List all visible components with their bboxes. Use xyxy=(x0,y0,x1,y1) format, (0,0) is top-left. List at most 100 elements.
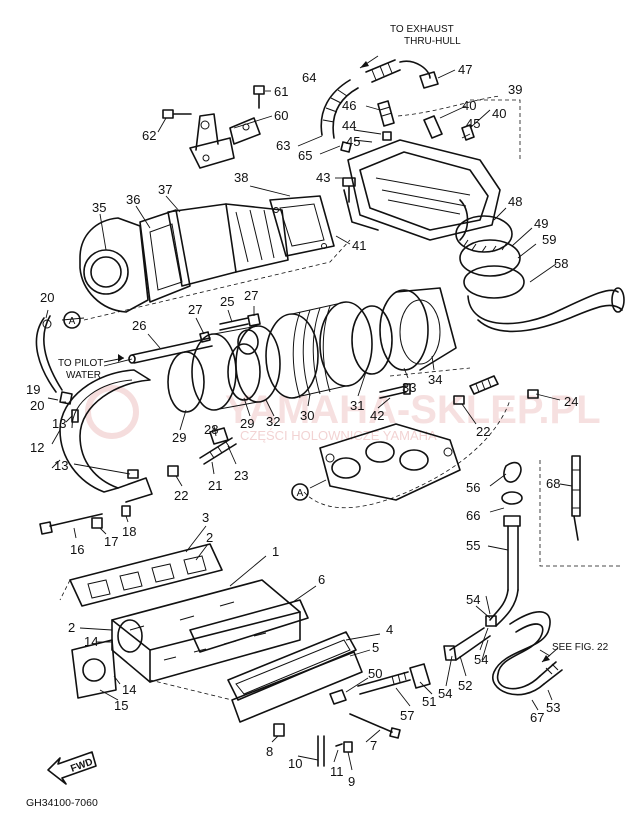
exhaust-note-line2: THRU-HULL xyxy=(404,36,461,47)
callout-8: 8 xyxy=(266,744,273,759)
callout-63: 63 xyxy=(276,138,290,153)
note-arrows xyxy=(103,55,559,663)
callout-58: 58 xyxy=(554,256,568,271)
callout-66: 66 xyxy=(466,508,480,523)
see-fig-note: SEE FIG. 22 xyxy=(552,642,609,653)
callout-49: 49 xyxy=(534,216,548,231)
callout-54b: 54 xyxy=(474,652,488,667)
callout-14a: 14 xyxy=(84,634,98,649)
exhaust-manifold xyxy=(319,395,465,501)
callout-45b: 45 xyxy=(466,116,480,131)
callout-23: 23 xyxy=(234,468,248,483)
callout-22b: 22 xyxy=(476,424,490,439)
callout-61: 61 xyxy=(274,84,288,99)
callout-2a: 2 xyxy=(206,530,213,545)
callout-65: 65 xyxy=(298,148,312,163)
left-pipe xyxy=(35,315,237,503)
callout-37: 37 xyxy=(158,182,172,197)
callout-29b: 29 xyxy=(240,416,254,431)
callout-59: 59 xyxy=(542,232,556,247)
callout-16: 16 xyxy=(70,542,84,557)
callout-4: 4 xyxy=(386,622,393,637)
callout-11: 11 xyxy=(330,764,344,779)
callout-31: 31 xyxy=(350,398,364,413)
callout-40a: 40 xyxy=(462,98,476,113)
callout-3: 3 xyxy=(202,510,209,525)
ref-a-2: A xyxy=(297,488,304,499)
callout-35: 35 xyxy=(92,200,106,215)
water-hoses xyxy=(443,455,581,696)
callout-17: 17 xyxy=(104,534,118,549)
ref-a-markers: A A xyxy=(63,311,309,501)
callout-2b: 2 xyxy=(68,620,75,635)
callout-6: 6 xyxy=(318,572,325,587)
callout-20a: 20 xyxy=(40,290,54,305)
callout-64: 64 xyxy=(302,70,316,85)
callout-1: 1 xyxy=(272,544,279,559)
callout-29a: 29 xyxy=(172,430,186,445)
callout-60: 60 xyxy=(274,108,288,123)
text-notes: TO EXHAUST THRU-HULL TO PILOT WATER SEE … xyxy=(26,24,609,809)
callout-38: 38 xyxy=(234,170,248,185)
callout-labels: 1 2 2 3 4 5 6 7 8 9 10 11 12 13 13 14 14… xyxy=(26,62,578,789)
callout-43: 43 xyxy=(316,170,330,185)
callout-28: 28 xyxy=(204,422,218,437)
callout-54a: 54 xyxy=(466,592,480,607)
reference-lines xyxy=(59,95,620,701)
callout-13b: 13 xyxy=(54,458,68,473)
callout-7: 7 xyxy=(370,738,377,753)
callout-21: 21 xyxy=(208,478,222,493)
callout-41: 41 xyxy=(352,238,366,253)
callout-19: 19 xyxy=(26,382,40,397)
callout-22a: 22 xyxy=(174,488,188,503)
callout-51: 51 xyxy=(422,694,436,709)
top-parts xyxy=(162,59,475,169)
joint-assembly xyxy=(79,195,335,313)
callout-26: 26 xyxy=(132,318,146,333)
callout-14b: 14 xyxy=(122,682,136,697)
callout-40b: 40 xyxy=(492,106,506,121)
callout-44: 44 xyxy=(342,118,356,133)
callout-32: 32 xyxy=(266,414,280,429)
callout-27b: 27 xyxy=(244,288,258,303)
callout-27a: 27 xyxy=(188,302,202,317)
callout-42: 42 xyxy=(370,408,384,423)
pilot-note-line2: WATER xyxy=(66,370,101,381)
callout-33: 33 xyxy=(402,380,416,395)
callout-9: 9 xyxy=(348,774,355,789)
exhaust-note-line1: TO EXHAUST xyxy=(390,24,454,35)
muffler-39 xyxy=(342,139,625,333)
callout-48: 48 xyxy=(508,194,522,209)
callout-25: 25 xyxy=(220,294,234,309)
callout-39: 39 xyxy=(508,82,522,97)
callout-62: 62 xyxy=(142,128,156,143)
callout-12: 12 xyxy=(30,440,44,455)
callout-34: 34 xyxy=(428,372,442,387)
callout-52: 52 xyxy=(458,678,472,693)
diagram-code: GH34100-7060 xyxy=(26,797,98,809)
ref-a-1: A xyxy=(69,316,76,327)
manifold-lower xyxy=(39,505,431,767)
callout-55: 55 xyxy=(466,538,480,553)
callout-47: 47 xyxy=(458,62,472,77)
callout-13a: 13 xyxy=(52,416,66,431)
callout-68: 68 xyxy=(546,476,560,491)
leader-lines xyxy=(45,90,573,771)
watermark-sub: CZĘŚCI HOLOWNICZE YAMAHA xyxy=(240,428,437,443)
callout-54c: 54 xyxy=(438,686,452,701)
callout-20b: 20 xyxy=(30,398,44,413)
callout-50: 50 xyxy=(368,666,382,681)
callout-15: 15 xyxy=(114,698,128,713)
callout-36: 36 xyxy=(126,192,140,207)
callout-5: 5 xyxy=(372,640,379,655)
callout-56: 56 xyxy=(466,480,480,495)
callout-24: 24 xyxy=(564,394,578,409)
pilot-note-line1: TO PILOT xyxy=(58,358,103,369)
fwd-arrow: FWD xyxy=(47,751,97,785)
callout-53: 53 xyxy=(546,700,560,715)
callout-18: 18 xyxy=(122,524,136,539)
tube-assembly xyxy=(128,287,539,413)
callout-46: 46 xyxy=(342,98,356,113)
callout-30: 30 xyxy=(300,408,314,423)
